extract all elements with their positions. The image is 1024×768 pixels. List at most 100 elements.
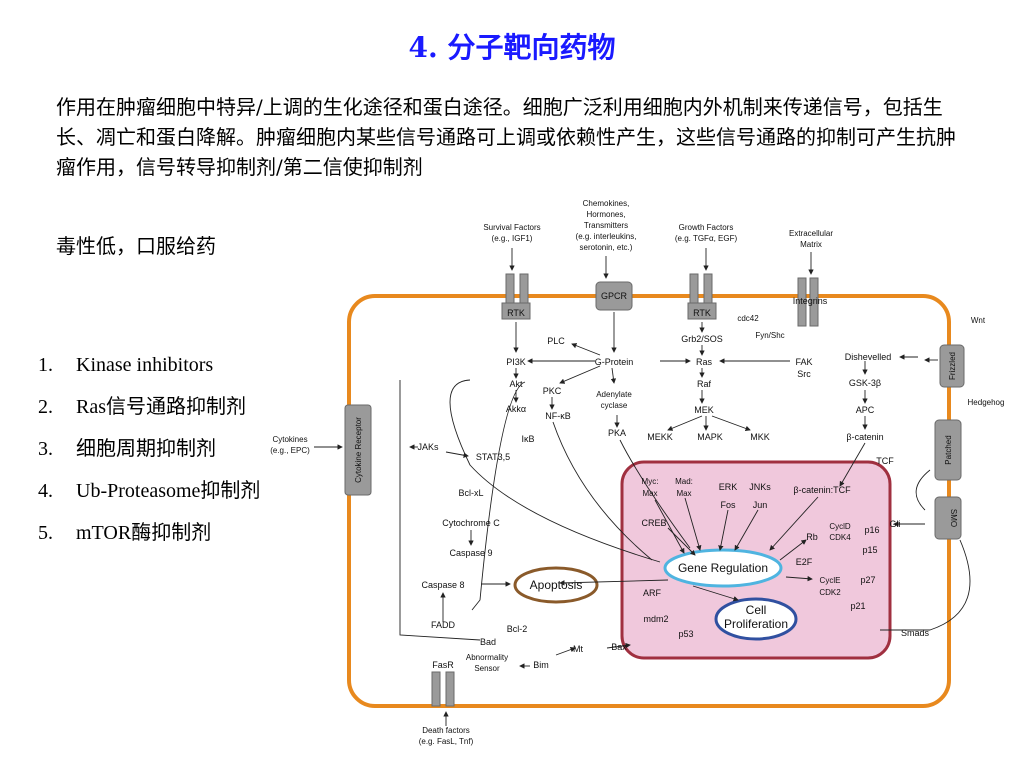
node-apc: APC [856,405,875,415]
apoptosis-label: Apoptosis [530,578,583,592]
proliferation-label-2: Proliferation [724,617,788,631]
pathway-nodes: cdc42 Fyn/Shc PLC PI3K G-Protein Grb2/SO… [417,314,929,673]
rtk2-receptor-stem [689,273,699,305]
gpcr-label: GPCR [601,291,628,301]
gene-regulation-label: Gene Regulation [678,561,768,575]
node-beta-catenin: β-catenin [846,432,883,442]
node-nfkb: NF-κB [545,411,571,421]
cytokines-2: (e.g., EPC) [270,446,310,455]
survival-factors-2: (e.g., IGF1) [492,234,533,243]
pathway-arrows [314,248,938,726]
wnt-label: Wnt [971,316,986,325]
smo-label: SMO [949,509,958,527]
fasr-stem [445,671,455,707]
node-bcl2: Bcl-2 [507,624,528,634]
hedgehog-label: Hedgehog [968,398,1005,407]
rtk2-receptor-stem [703,273,713,305]
chemokines-2: Hormones, [586,210,625,219]
node-bax: Bax [611,642,627,652]
rtk1-receptor-stem [519,273,529,305]
list-item: 1.Kinase inhibitors [38,354,214,376]
chemokines-3: Transmitters [584,221,628,230]
gpcr-receptor [595,281,633,311]
node-akka: Akkα [506,404,526,414]
growth-factors-1: Growth Factors [679,223,734,232]
node-p53: p53 [678,629,693,639]
node-arf: ARF [643,588,662,598]
node-bcat-tcf: β-catenin:TCF [793,485,851,495]
patched-receptor [934,419,962,481]
node-pka: PKA [608,428,626,438]
node-jun: Jun [753,500,768,510]
integrin-stem [809,277,819,327]
node-akt: Akt [509,379,523,389]
ecm-2: Matrix [800,240,822,249]
node-mapk: MAPK [697,432,723,442]
node-myc: Myc: [642,477,659,486]
node-erk: ERK [719,482,738,492]
intro-paragraph: 作用在肿瘤细胞中特异/上调的生化途径和蛋白途径。细胞广泛利用细胞内外机制来传递信… [56,95,956,179]
node-mad-max: Max [676,489,691,498]
receptor-shapes [344,273,965,707]
node-adenylate-1: Adenylate [596,390,632,399]
node-cycle: CyclE [820,576,841,585]
node-abnormality-1: Abnormality [466,653,508,662]
node-stat: STAT3,5 [476,452,510,462]
node-adenylate-2: cyclase [601,401,628,410]
node-p21: p21 [850,601,865,611]
node-creb: CREB [641,518,666,528]
list-item: 5.mTOR酶抑制剂 [38,522,212,544]
rtk2-label: RTK [693,308,711,318]
node-e2f: E2F [796,557,813,567]
node-ikb: IκB [521,434,534,444]
node-grb2-sos: Grb2/SOS [681,334,723,344]
node-bim: Bim [533,660,549,670]
integrin-stem [797,277,807,327]
death-factors-2: (e.g. FasL, Tnf) [419,737,474,746]
fasr-label: FasR [432,660,454,670]
cell-proliferation-node [714,597,798,641]
pathway-curves [399,379,971,641]
list-item: 4.Ub-Proteasome抑制剂 [38,480,261,502]
rtk2-receptor-base [687,302,717,320]
node-dishevelled: Dishevelled [845,352,892,362]
cytokines-1: Cytokines [272,435,307,444]
proliferation-label-1: Cell [746,603,767,617]
node-mek: MEK [694,405,714,415]
rtk1-label: RTK [507,308,525,318]
frizzled-receptor [939,344,965,388]
node-jaks: JAKs [417,442,439,452]
chemokines-1: Chemokines, [583,199,630,208]
integrins-label: Integrins [793,296,828,306]
node-myc-max: Max [642,489,657,498]
node-g-protein: G-Protein [595,357,634,367]
node-mt: Mt [573,644,583,654]
node-raf: Raf [697,379,712,389]
growth-factors-2: (e.g. TGFα, EGF) [675,234,738,243]
slide-title: 4. 分子靶向药物 [408,31,616,64]
node-fos: Fos [720,500,736,510]
node-mekk: MEKK [647,432,673,442]
node-fadd: FADD [431,620,456,630]
death-factors-1: Death factors [422,726,470,735]
node-mdm2: mdm2 [643,614,668,624]
node-tcf: TCF [876,456,894,466]
frizzled-label: Frizzled [948,352,957,380]
chemokines-4: (e.g. interleukins, [576,232,637,241]
cytokine-receptor [344,404,372,496]
node-gsk3b: GSK-3β [849,378,881,388]
node-p16: p16 [864,525,879,535]
node-gli: Gli [890,519,901,529]
smo-receptor [934,496,962,540]
node-cdk4: CDK4 [829,533,851,542]
node-plc: PLC [547,336,565,346]
node-cdk2: CDK2 [819,588,841,597]
apoptosis-node [513,566,599,604]
drug-class-list: 1.Kinase inhibitors 2.Ras信号通路抑制剂 3.细胞周期抑… [38,350,308,560]
fasr-stem [431,671,441,707]
survival-factors-1: Survival Factors [483,223,540,232]
node-caspase9: Caspase 9 [449,548,492,558]
node-bcl-xl: Bcl-xL [458,488,483,498]
node-caspase8: Caspase 8 [421,580,464,590]
